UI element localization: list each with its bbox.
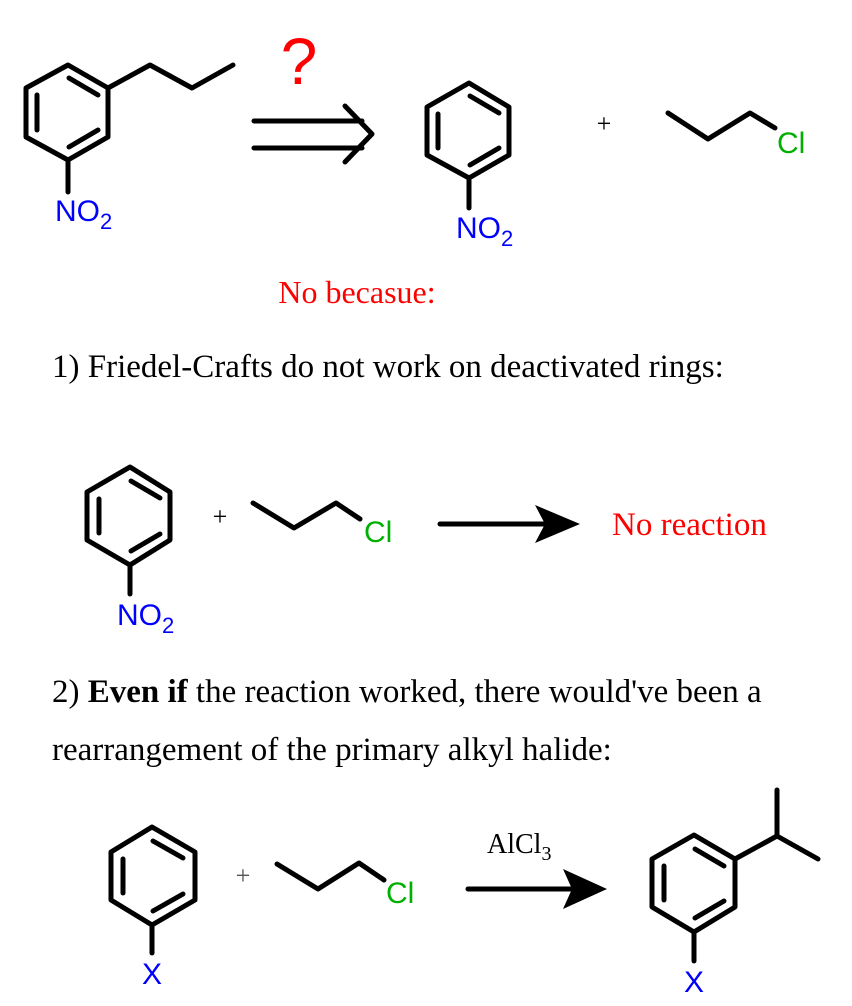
chlorine-label: Cl: [364, 516, 392, 549]
reason-2-line-2: rearrangement of the primary alkyl halid…: [52, 732, 612, 768]
reagent-label: AlCl3: [487, 829, 551, 865]
chlorine-label: Cl: [777, 127, 805, 160]
verdict-text: No becasue:: [278, 274, 435, 310]
nitro-label: NO2: [55, 195, 112, 234]
reaction-arrow: [437, 505, 580, 543]
double-bond: [692, 898, 727, 921]
isopropyl-product: X: [649, 787, 821, 999]
plus-sign: +: [597, 109, 612, 138]
double-bond: [467, 145, 502, 168]
double-bond: [128, 531, 163, 554]
aryl-x-reactant: X: [108, 824, 198, 991]
target-molecule: NO2: [23, 62, 236, 234]
substituent-x-label: X: [142, 958, 162, 991]
nitro-label: NO2: [117, 599, 174, 638]
substituent-x-label: X: [684, 966, 704, 999]
chloropropane-reactant: Cl: [274, 860, 414, 910]
double-bond: [692, 846, 727, 869]
reaction-arrow: [465, 869, 607, 909]
double-bond: [150, 838, 186, 861]
nitrobenzene-precursor: NO2: [424, 80, 513, 251]
propyl-chain: [105, 62, 236, 91]
chloropropane-precursor: Cl: [665, 110, 805, 160]
double-bond: [66, 127, 101, 150]
chloropropane-reactant: Cl: [250, 500, 392, 549]
plus-sign: +: [236, 861, 251, 890]
double-bond: [66, 75, 101, 98]
reason-2-line-1: 2) Even if the reaction worked, there wo…: [52, 674, 762, 710]
nitrobenzene-reactant: NO2: [84, 464, 174, 638]
double-bond: [150, 891, 186, 914]
reason-1-text: 1) Friedel-Crafts do not work on deactiv…: [52, 349, 724, 385]
no-reaction-text: No reaction: [612, 507, 767, 543]
nitro-label: NO2: [456, 212, 513, 251]
plus-sign: +: [213, 502, 228, 531]
double-bond: [128, 478, 163, 501]
isopropyl-group: [732, 833, 821, 862]
question-mark: ?: [281, 24, 318, 98]
retrosynthetic-arrow: [251, 103, 375, 165]
double-bond: [467, 93, 502, 116]
chlorine-label: Cl: [386, 877, 414, 910]
